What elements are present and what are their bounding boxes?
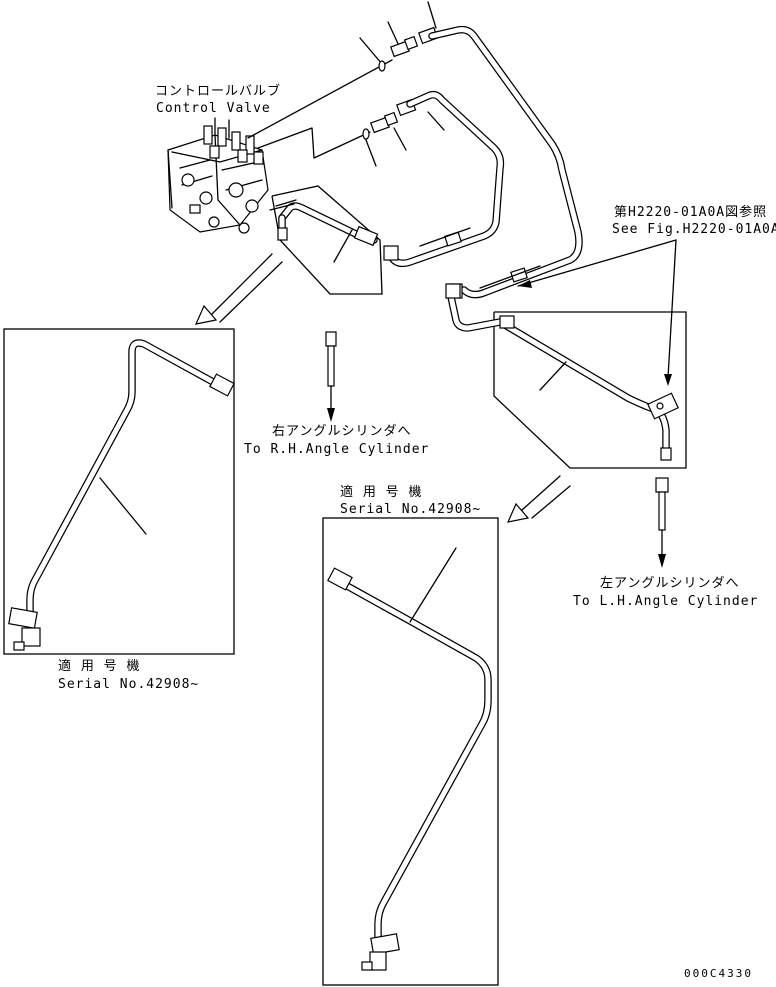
serial-center-label-jp: 適 用 号 機	[340, 485, 423, 500]
rh-cylinder-label-en: To R.H.Angle Cylinder	[244, 442, 430, 457]
control-valve-label-en: Control Valve	[156, 101, 271, 116]
lh-cylinder-label-en: To L.H.Angle Cylinder	[573, 594, 759, 609]
serial-left-label-en: Serial No.42908~	[58, 677, 200, 692]
arrow-to-center-box	[506, 475, 571, 523]
drawing-code: 000C4330	[684, 967, 753, 980]
see-fig-label-jp: 第H2220-01A0A図参照	[614, 205, 768, 220]
lh-detail-box	[445, 283, 687, 469]
serial-center-label-en: Serial No.42908~	[340, 502, 482, 517]
valve-leader-lines	[247, 1, 445, 167]
arrow-to-left-box	[194, 253, 283, 325]
control-valve-illustration	[167, 117, 269, 234]
center-variant-box	[322, 517, 499, 986]
lh-cylinder-fitting	[655, 477, 669, 568]
see-fig-label-en: See Fig.H2220-01A0A	[612, 222, 776, 237]
rh-detail-box	[269, 185, 383, 295]
rh-cylinder-fitting	[325, 331, 337, 422]
serial-left-label-jp: 適 用 号 機	[58, 659, 141, 674]
left-variant-box	[3, 328, 235, 655]
main-pipe-assembly	[383, 25, 583, 299]
see-fig-leader-lines	[517, 239, 677, 386]
lh-cylinder-label-jp: 左アングルシリンダへ	[600, 576, 740, 591]
rh-cylinder-label-jp: 右アングルシリンダへ	[272, 424, 412, 439]
control-valve-label-jp: コントロールバルブ	[155, 84, 282, 99]
upper-fittings	[362, 26, 439, 140]
